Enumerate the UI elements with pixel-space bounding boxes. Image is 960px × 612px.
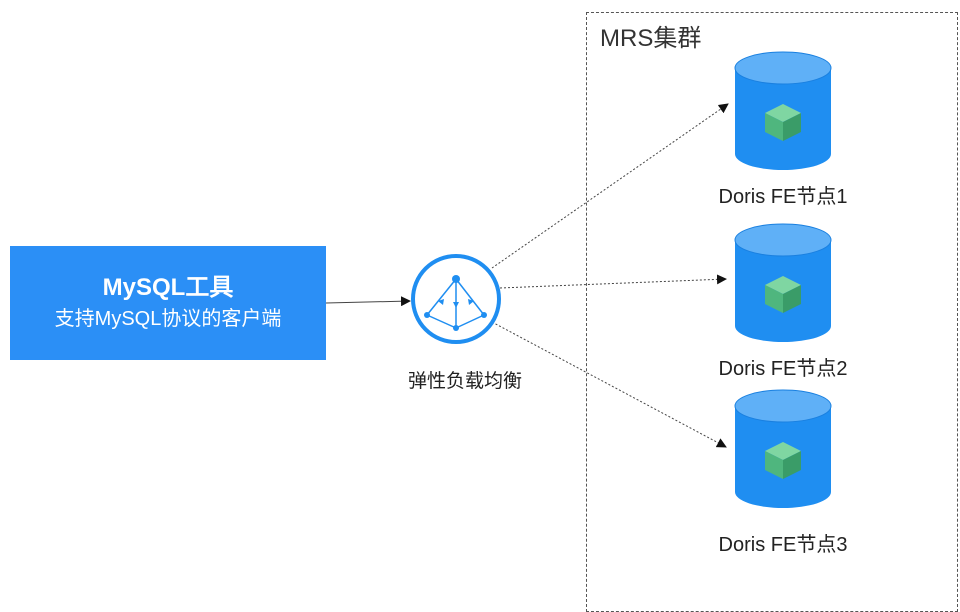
database-icon [734,389,832,508]
mrs-cluster-boundary [586,12,958,612]
client-title: MySQL工具 [102,274,234,301]
cluster-title: MRS集群 [600,25,702,52]
cube-icon [765,442,801,479]
database-icon [734,51,832,170]
node-label-2: Doris FE节点2 [718,358,848,380]
node-label-3: Doris FE节点3 [718,534,848,556]
diagram-canvas [325,51,832,508]
arrow-lb-to-node2 [499,274,727,289]
database-icon [734,223,832,342]
node-label-1: Doris FE节点1 [718,186,848,208]
load-balancer-icon [411,254,501,344]
cube-icon [765,104,801,141]
client-subtitle: 支持MySQL协议的客户端 [54,308,282,330]
arrow-lb-to-node3 [491,321,727,448]
cube-icon [765,276,801,313]
mysql-client-box: MySQL工具 支持MySQL协议的客户端 [10,246,326,360]
load-balancer-label: 弹性负载均衡 [407,371,522,392]
arrow-client-to-lb [325,296,411,307]
